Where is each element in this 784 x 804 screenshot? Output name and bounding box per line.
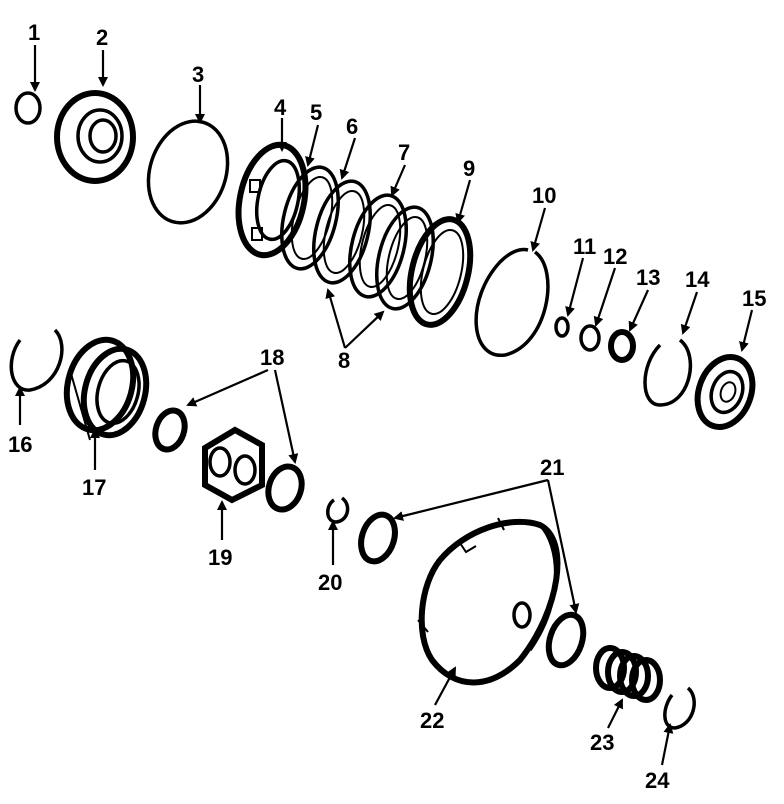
part-24-snap-ring (663, 686, 696, 730)
part-21-washer (358, 511, 587, 669)
callout-16: 16 (8, 432, 32, 457)
part-3-seal-ring (146, 119, 230, 225)
callout-22: 22 (420, 708, 444, 733)
part-16-snap-ring (9, 328, 64, 392)
callout-18: 18 (260, 345, 284, 370)
callout-11: 11 (573, 234, 596, 259)
callout-labels: 1 2 3 4 5 6 7 9 10 11 12 13 14 15 8 16 1… (8, 20, 766, 793)
part-9-pressure-plate (406, 216, 474, 328)
callout-6: 6 (346, 114, 358, 139)
callout-14: 14 (685, 267, 710, 292)
part-14-snap-ring (643, 338, 693, 407)
part-5-clutch-plate (280, 165, 340, 271)
part-1-snap-ring (14, 91, 42, 125)
callout-1: 1 (28, 20, 40, 45)
callout-21: 21 (540, 455, 564, 480)
leader-lines (15, 45, 754, 766)
callout-10: 10 (532, 183, 556, 208)
part-18-thrust-washer (152, 407, 305, 513)
callout-24: 24 (645, 768, 670, 793)
callout-12: 12 (603, 244, 627, 269)
part-12-ring (579, 324, 601, 352)
part-7-clutch-plate (348, 193, 435, 311)
callout-5: 5 (310, 100, 322, 125)
part-22-clutch-drum (417, 517, 561, 686)
callout-15: 15 (742, 286, 766, 311)
part-2-seal-cover (54, 90, 136, 184)
callout-20: 20 (318, 570, 342, 595)
callout-8: 8 (338, 348, 350, 373)
callout-7: 7 (398, 140, 410, 165)
part-13-bearing (608, 329, 636, 363)
callout-9: 9 (463, 156, 475, 181)
part-19-planetary-carrier (202, 426, 265, 504)
part-20-snap-ring (326, 496, 350, 524)
part-23-spring (593, 645, 663, 703)
callout-4: 4 (274, 95, 287, 120)
callout-23: 23 (590, 730, 614, 755)
part-15-bearing-race (694, 354, 756, 430)
part-10-snap-ring (474, 247, 550, 357)
callout-19: 19 (208, 545, 232, 570)
part-11-ring (554, 316, 570, 338)
part-17-ring-gear (63, 336, 150, 441)
callout-3: 3 (192, 62, 204, 87)
callout-17: 17 (82, 475, 106, 500)
part-4-clutch-piston (235, 141, 309, 259)
callout-13: 13 (636, 265, 660, 290)
part-6-clutch-plate (312, 179, 372, 285)
callout-2: 2 (96, 25, 108, 50)
